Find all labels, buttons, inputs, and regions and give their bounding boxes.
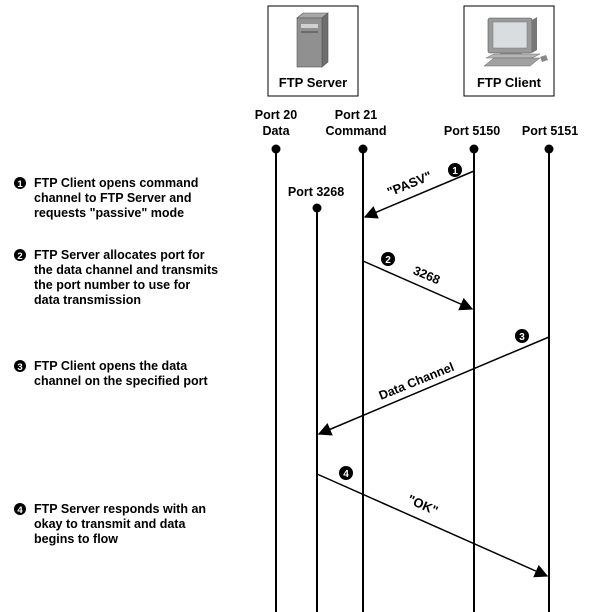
step-2-description: FTP Server allocates port for the data c… [34,248,218,308]
ftp-server-label: FTP Server [279,75,347,90]
server-tower-icon [296,12,329,68]
port-5150-dot [469,144,479,154]
pc-computer-icon [483,17,548,67]
arrow-ok [316,473,549,578]
port-20-sublabel: Data [262,124,290,138]
step-list-marker-3: 3 [14,360,26,373]
arrow-pasv [363,170,475,219]
step-2-line-4: data transmission [34,293,141,307]
step-1-description: FTP Client opens command channel to FTP … [34,176,198,221]
svg-text:4: 4 [343,469,349,480]
port-21-label: Port 21 [335,108,377,122]
step-4-line-3: begins to flow [34,532,119,546]
svg-text:1: 1 [17,179,23,190]
port-20-dot [271,144,281,154]
diagram-step-marker-1: 1 [448,163,462,177]
step-list-marker-4: 4 [14,503,26,516]
step-3-line-2: channel on the specified port [34,374,208,388]
arrow-data-channel [317,336,550,436]
step-list-marker-2: 2 [14,249,26,262]
step-3-description: FTP Client opens the data channel on the… [34,359,208,389]
port-21-sublabel: Command [325,124,386,138]
step-1-line-1: FTP Client opens command [34,176,199,190]
pasv-message-label: "PASV" [385,168,434,199]
svg-text:1: 1 [452,166,458,177]
port-5150-label: Port 5150 [444,124,500,138]
port-5151-label: Port 5151 [522,124,578,138]
step-4-description: FTP Server responds with an okay to tran… [34,502,206,547]
port-3268-dot [312,203,322,213]
ftp-client-label: FTP Client [477,75,542,90]
step-4-line-1: FTP Server responds with an [34,502,207,516]
port-20-label: Port 20 [255,108,297,122]
svg-text:2: 2 [17,251,22,262]
svg-text:2: 2 [385,255,391,266]
port-21-dot [358,144,368,154]
step-2-line-1: FTP Server allocates port for [34,248,205,262]
svg-text:4: 4 [17,505,23,516]
diagram-step-marker-2: 2 [381,252,395,266]
svg-text:3: 3 [519,332,525,343]
step-list-marker-1: 1 [14,177,26,190]
svg-text:3: 3 [17,362,22,373]
diagram-step-marker-3: 3 [515,329,529,343]
step-2-line-2: the data channel and transmits [34,263,219,277]
step-1-line-2: channel to FTP Server and [34,191,192,205]
step-4-line-2: okay to transmit and data [34,517,186,531]
port-5151-dot [544,144,554,154]
step-3-line-1: FTP Client opens the data [34,359,188,373]
diagram-step-marker-4: 4 [339,466,353,480]
step-1-line-3: requests "passive" mode [34,206,185,220]
arrow-port-number [362,260,474,311]
ok-message-label: "OK" [405,492,440,519]
step-2-line-3: the port number to use for [34,278,191,292]
port-3268-label: Port 3268 [288,185,344,199]
